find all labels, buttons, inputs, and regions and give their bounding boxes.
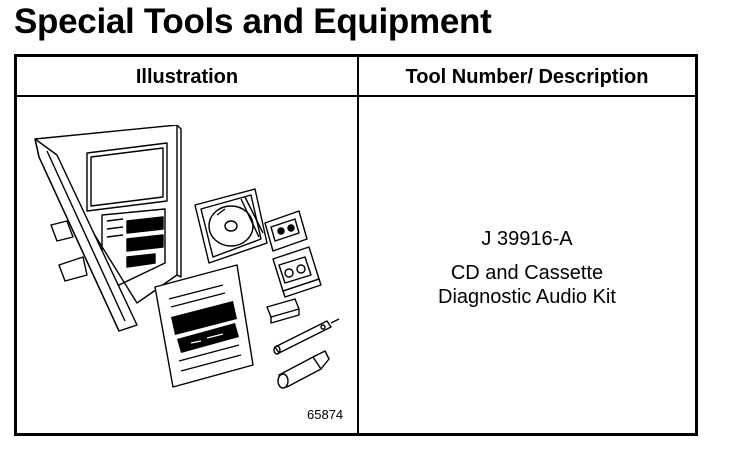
- figure-number: 65874: [307, 407, 344, 422]
- cassette-adapter-icon: [272, 246, 322, 298]
- compact-disc-icon: [194, 188, 268, 264]
- connector-block-icon: [266, 298, 300, 324]
- test-probe-icon: [273, 318, 340, 355]
- tool-description-line: Diagnostic Audio Kit: [438, 286, 616, 308]
- tool-info: J 39916-A CD and Cassette Diagnostic Aud…: [359, 227, 695, 309]
- page-title: Special Tools and Equipment: [14, 2, 492, 41]
- instruction-sheet-icon: [154, 264, 254, 388]
- tool-description-line: CD and Cassette: [450, 262, 604, 284]
- column-divider: [357, 57, 359, 433]
- audio-kit-illustration: [34, 125, 340, 389]
- tools-table: Illustration Tool Number/ Description: [14, 54, 698, 436]
- illustration-column-header: Illustration: [135, 66, 239, 88]
- description-column-header: Tool Number/ Description: [405, 66, 649, 88]
- carrying-case-icon: [34, 125, 182, 332]
- cylinder-adapter-icon: [277, 350, 330, 389]
- tool-number: J 39916-A: [481, 228, 573, 250]
- header-divider: [17, 95, 695, 97]
- cassette-tape-icon: [264, 210, 308, 252]
